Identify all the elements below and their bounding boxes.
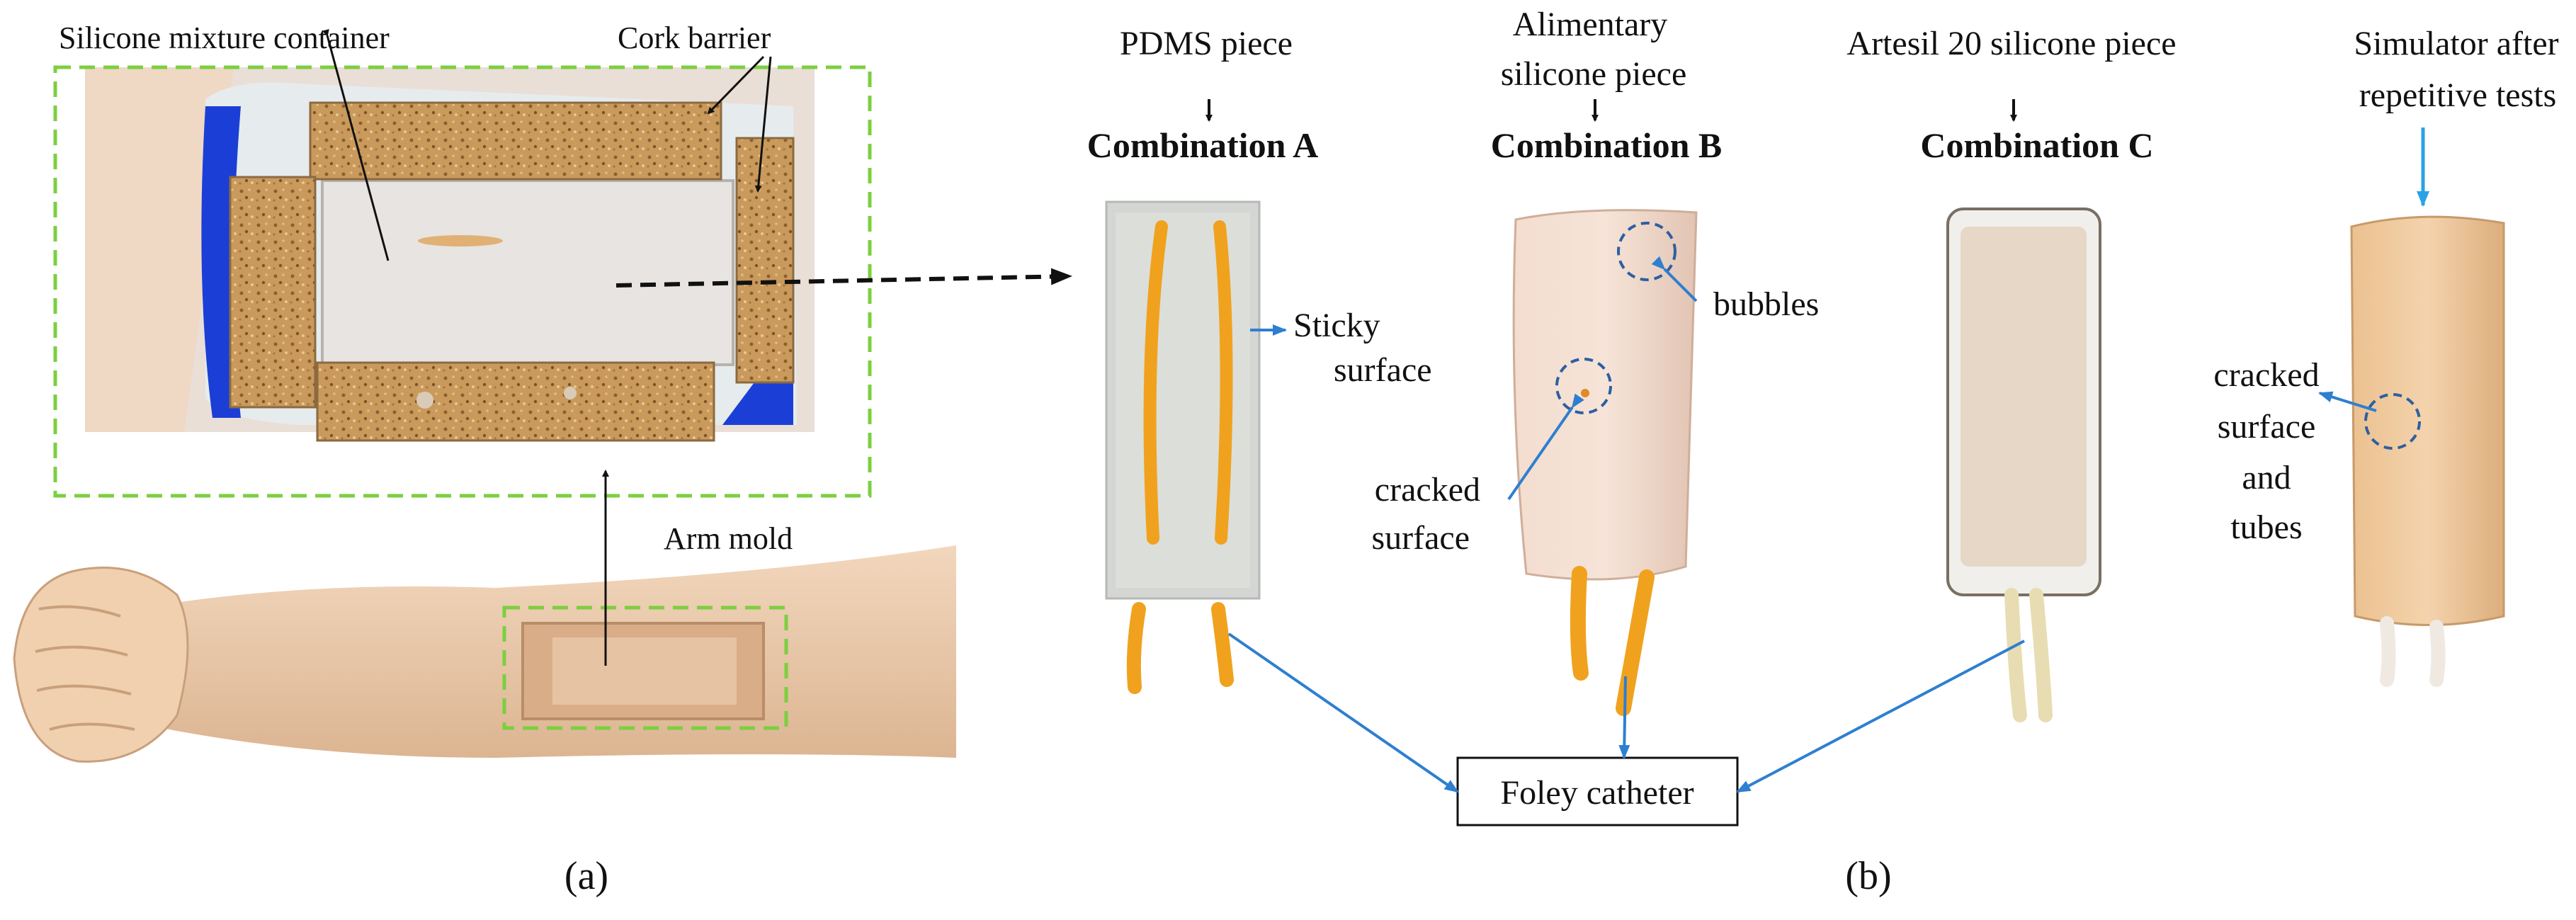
cracked-d-circle [2364,393,2421,450]
cork-barrier-top [309,101,722,181]
arrow-cork-barrier-2 [754,56,772,193]
piece-b-title-1: Alimentary [1513,6,1668,43]
arrow-cork-barrier-1 [707,55,765,115]
foley-catheter-label: Foley catheter [1500,774,1693,812]
arm-mold-photo [13,545,956,763]
combination-c: Combination C [1920,125,2153,165]
panel-label-a: (a) [564,854,608,898]
panel-a: Silicone mixture container Cork barrier … [13,21,1072,898]
label-arm-mold: Arm mold [664,521,793,556]
piece-b-title-2: silicone piece [1501,55,1687,93]
silicone-container [321,179,734,366]
tube-a-left [1143,220,1168,545]
arrow-foley-c [1736,640,2025,793]
artesil-photo [1946,208,2101,722]
pdms-photo [1105,200,1261,694]
cracked-d-line3: and [2242,459,2291,496]
cork-barrier-left [229,176,317,409]
alimentary-photo [1512,209,1698,716]
sticky-line2: surface [1334,351,1432,389]
simulator-photo [2350,215,2505,687]
cracked-d-line1: cracked [2213,356,2319,394]
mold-dashed-frame [53,65,872,498]
transfer-arrow [615,268,1072,288]
tube-a-right [1213,220,1233,545]
label-silicone-container: Silicone mixture container [59,21,390,55]
mold-photo [85,67,815,442]
bubbles-label: bubbles [1713,285,1819,323]
combination-a: Combination A [1087,125,1318,165]
arrow-cracked-b [1507,393,1584,501]
cracked-d-line2: surface [2218,408,2316,445]
arm-dashed-frame [502,606,788,730]
panel-b: PDMS piece Combination A Sticky surface … [1087,6,2559,898]
piece-a-title: PDMS piece [1120,25,1293,62]
fist [13,567,189,763]
arrow-bubbles [1651,256,1698,302]
sticky-line1: Sticky [1293,307,1380,344]
panel-label-b: (b) [1845,854,1891,898]
piece-d-title-2: repetitive tests [2359,76,2557,114]
piece-c-title: Artesil 20 silicone piece [1846,25,2176,62]
piece-d-title-1: Simulator after [2354,25,2558,62]
arrow-silicone-container [322,28,390,261]
cork-barrier-bottom [316,361,715,442]
cracked-d-line4: tubes [2230,509,2302,546]
arrow-foley-a [1227,632,1459,793]
combination-b: Combination B [1491,125,1722,165]
orange-stain [418,235,503,246]
arrow-foley-b [1618,676,1630,759]
arrow-cracked-d [2318,391,2377,412]
cork-barrier-right [735,137,795,384]
label-cork-barrier: Cork barrier [618,21,771,55]
cracked-b-line2: surface [1371,519,1470,557]
cracked-b-line1: cracked [1375,471,1480,509]
bubbles-circle [1617,222,1676,281]
cracked-b-circle [1555,358,1612,414]
